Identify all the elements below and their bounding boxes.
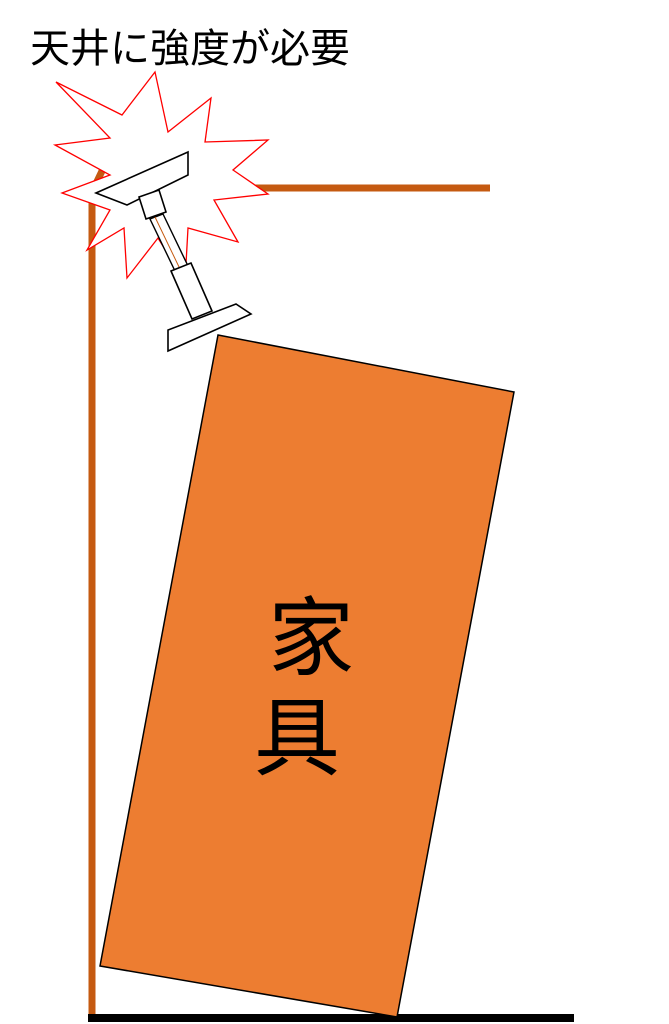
wall-line — [88, 148, 116, 1020]
diagram-title: 天井に強度が必要 — [30, 26, 350, 72]
pole-rod-inner-line — [154, 216, 181, 270]
pole-top-plate — [93, 150, 189, 206]
furniture-body — [99, 334, 515, 1018]
pole-upper-block — [138, 188, 167, 221]
furniture-label-top: 家 — [268, 589, 354, 689]
pole-bottom-plate — [167, 303, 253, 353]
pole-lower-block — [169, 261, 214, 321]
furniture-label-bottom: 具 — [254, 689, 340, 789]
tension-pole — [93, 150, 253, 353]
